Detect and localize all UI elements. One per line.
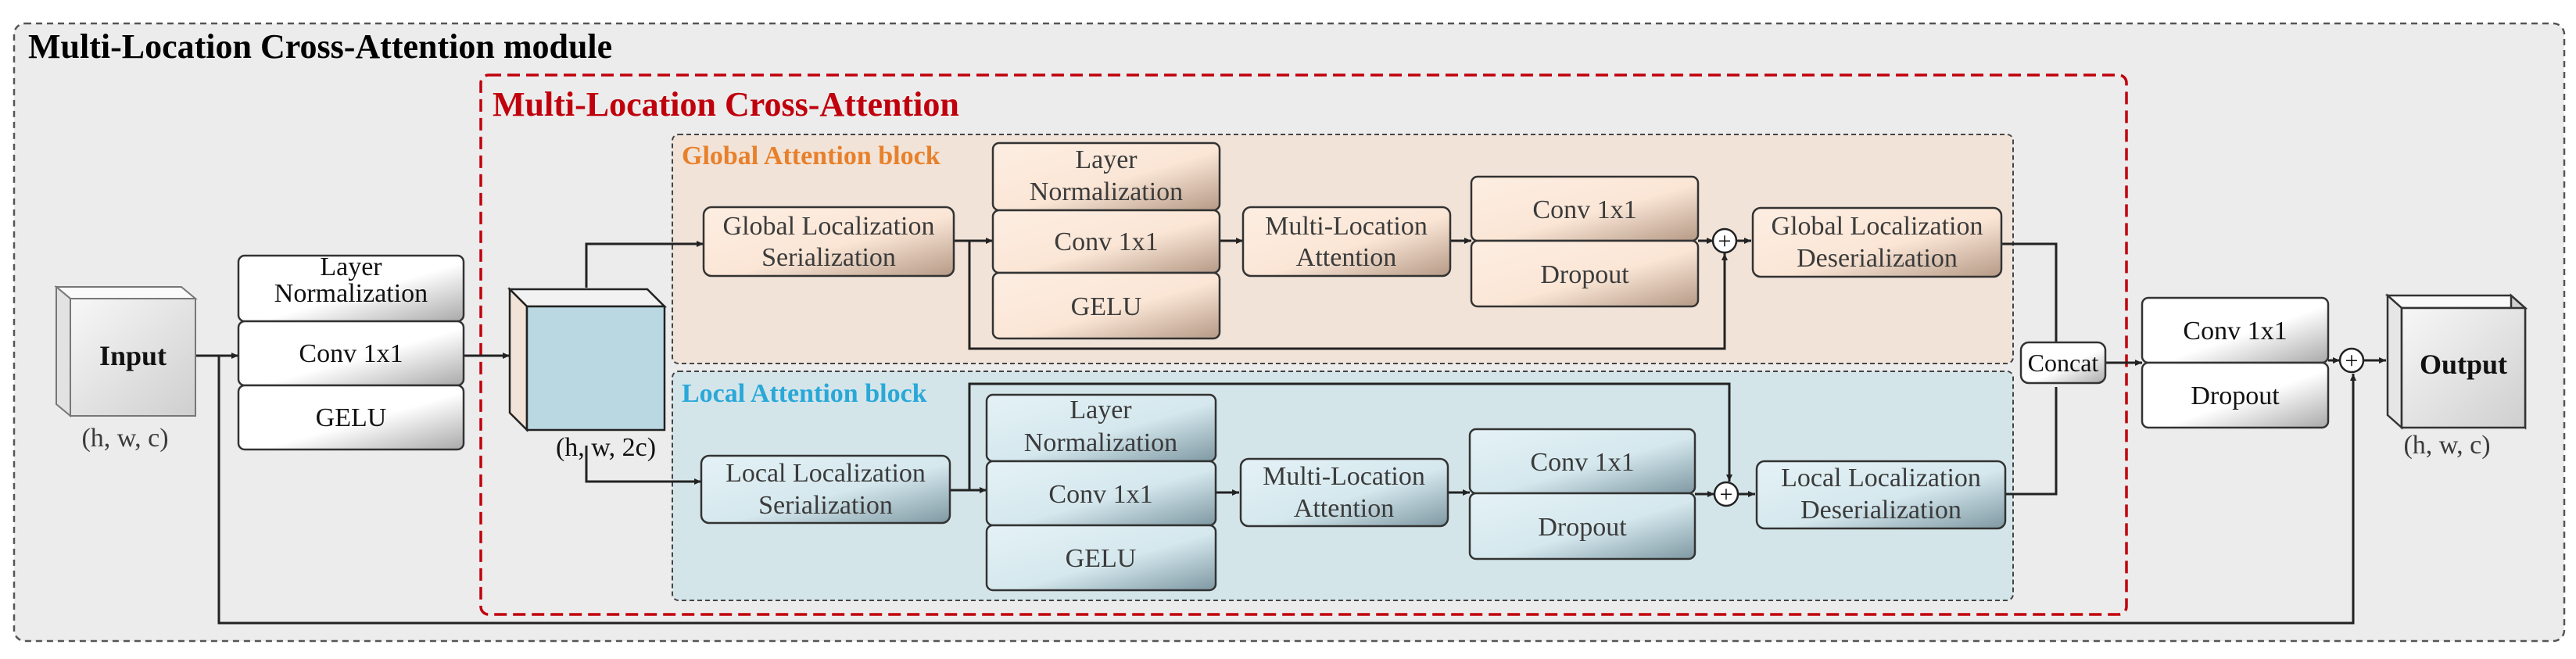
- global-serialization-label-2: Serialization: [761, 243, 896, 272]
- global-attention-box: Multi-Location Attention: [1241, 206, 1452, 278]
- local-attention-box: Multi-Location Attention: [1239, 457, 1449, 528]
- local-block-title: Local Attention block: [682, 379, 927, 408]
- global-attention-label: Multi-Location: [1265, 212, 1428, 241]
- input-cube: Input: [54, 285, 198, 418]
- local-conv-label: Conv 1x1: [1048, 480, 1152, 509]
- global-deserialization-box: Global Localization Deserialization: [1751, 206, 2003, 278]
- feature-cube: [507, 286, 668, 433]
- global-layer-norm-label: Layer: [1075, 145, 1138, 174]
- pre-norm-stack: Normalization Conv 1x1 GELU: [237, 254, 465, 451]
- concat-box: Concat: [2019, 341, 2107, 385]
- global-norm-stack: Layer Normalization Conv 1x1 GELU: [991, 141, 1221, 340]
- local-conv-dropout-stack: Conv 1x1 Dropout: [1468, 428, 1696, 561]
- global-block-title: Global Attention block: [682, 141, 940, 170]
- global-conv-dropout-stack: Conv 1x1 Dropout: [1470, 175, 1700, 308]
- local-deserialization-box: Local Localization Deserialization: [1755, 460, 2007, 530]
- global-deserialization-label-2: Deserialization: [1797, 244, 1958, 273]
- pre-layer-norm-line2: Layer: [320, 252, 382, 281]
- local-serialization-box: Local Localization Serialization: [700, 454, 951, 525]
- local-deserialization-label: Local Localization: [1781, 464, 1981, 492]
- input-label: Input: [99, 340, 167, 371]
- post-conv-dropout-stack: Conv 1x1 Dropout: [2141, 296, 2330, 429]
- local-dropout-label: Dropout: [1538, 513, 1627, 542]
- local-add-node: +: [1713, 481, 1739, 507]
- post-dropout-label: Dropout: [2191, 381, 2280, 410]
- output-cube: Output: [2384, 293, 2528, 430]
- global-conv-label: Conv 1x1: [1054, 227, 1158, 256]
- output-add-node: +: [2338, 347, 2365, 374]
- global-serialization-box: Global Localization Serialization: [702, 206, 955, 278]
- global-gelu-label: GELU: [1071, 292, 1142, 321]
- local-norm-stack: Layer Normalization Conv 1x1 GELU: [985, 393, 1217, 592]
- local-layer-norm-label-2: Normalization: [1024, 428, 1177, 457]
- local-add-symbol: +: [1720, 482, 1733, 507]
- concat-label: Concat: [2028, 349, 2099, 377]
- input-shape: (h, w, c): [81, 424, 168, 453]
- local-conv2-label: Conv 1x1: [1530, 448, 1634, 477]
- global-deserialization-label: Global Localization: [1772, 212, 1983, 241]
- pre-conv-label: Conv 1x1: [299, 339, 403, 368]
- connectors: [195, 238, 2386, 625]
- local-attention-label: Multi-Location: [1263, 462, 1425, 491]
- local-layer-norm-label: Layer: [1069, 396, 1132, 424]
- global-add-node: +: [1711, 227, 1738, 254]
- local-gelu-label: GELU: [1066, 544, 1137, 573]
- global-conv2-label: Conv 1x1: [1532, 195, 1636, 224]
- global-layer-norm-label-2: Normalization: [1030, 177, 1183, 206]
- global-serialization-label: Global Localization: [723, 212, 935, 241]
- local-serialization-label-2: Serialization: [758, 491, 893, 520]
- output-label: Output: [2420, 349, 2507, 380]
- local-attention-label-2: Attention: [1294, 494, 1394, 523]
- mlca-title: Multi-Location Cross-Attention: [493, 85, 959, 124]
- local-deserialization-label-2: Deserialization: [1800, 496, 1962, 525]
- pre-gelu-label: GELU: [316, 403, 387, 432]
- mlca-container: [479, 73, 2128, 616]
- module-title: Multi-Location Cross-Attention module: [28, 27, 612, 66]
- feature-cube-shape: (h, w, 2c): [556, 433, 656, 462]
- output-add-symbol: +: [2345, 348, 2359, 374]
- post-conv-label: Conv 1x1: [2183, 317, 2287, 346]
- pre-layer-norm-line1: Normalization: [274, 279, 428, 308]
- output-shape: (h, w, c): [2403, 431, 2490, 460]
- global-dropout-label: Dropout: [1540, 260, 1629, 289]
- global-attention-label-2: Attention: [1296, 243, 1396, 272]
- global-add-symbol: +: [1718, 228, 1732, 254]
- local-serialization-label: Local Localization: [726, 459, 926, 488]
